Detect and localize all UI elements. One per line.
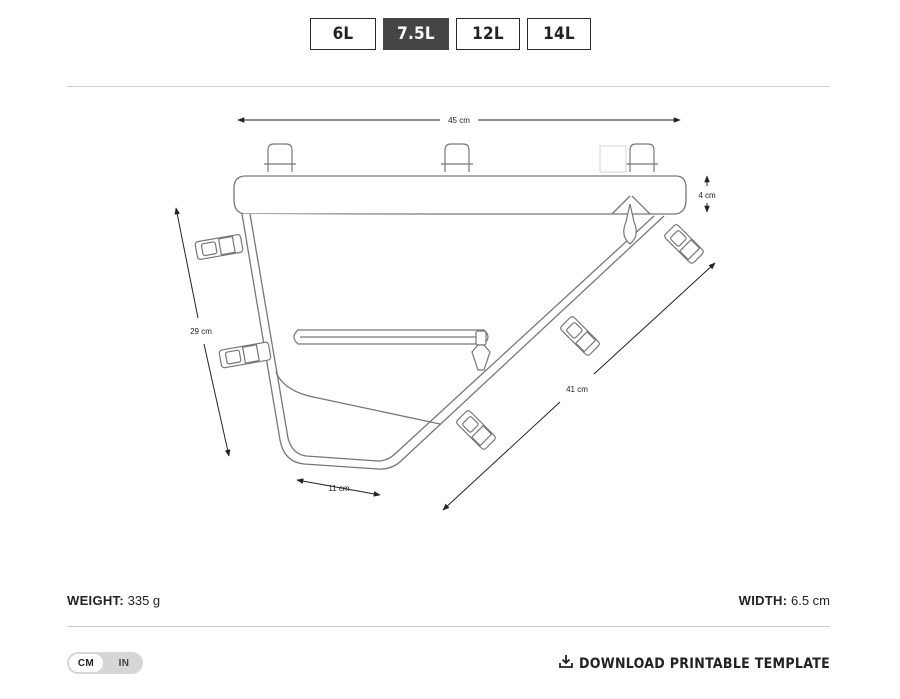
frame-bag-diagram: 45 cm 4 cm 29 cm 41 cm 11 cm — [174, 116, 716, 511]
unit-toggle[interactable]: CM IN — [67, 652, 143, 674]
dimension-diagonal: 41 cm — [442, 262, 716, 511]
dimension-top-label: 45 cm — [448, 116, 470, 125]
size-selector: 6L 7.5L 12L 14L — [310, 18, 591, 50]
size-tab-14l[interactable]: 14L — [527, 18, 591, 50]
size-tab-12l[interactable]: 12L — [456, 18, 520, 50]
size-tab-7-5l[interactable]: 7.5L — [383, 18, 449, 50]
dimension-left: 29 cm — [174, 207, 231, 457]
dimension-diagonal-label: 41 cm — [566, 385, 588, 394]
weight-label: WEIGHT: — [67, 593, 124, 608]
download-template-label: DOWNLOAD PRINTABLE TEMPLATE — [578, 655, 830, 672]
unit-option-in[interactable]: IN — [118, 657, 130, 669]
dimension-left-label: 29 cm — [190, 327, 212, 336]
width-label: WIDTH: — [738, 593, 788, 608]
top-strap-tabs — [264, 143, 658, 173]
weight-value: 335 g — [127, 593, 161, 608]
download-icon — [559, 654, 573, 673]
dimension-depth-label: 4 cm — [698, 191, 716, 200]
top-divider — [67, 86, 830, 87]
size-tab-6l[interactable]: 6L — [310, 18, 376, 50]
width-value: 6.5 cm — [790, 593, 830, 608]
dimension-depth: 4 cm — [698, 175, 716, 213]
dimension-top: 45 cm — [237, 116, 681, 125]
diagonal-buckles — [456, 224, 704, 450]
zipper-pocket — [293, 329, 491, 371]
download-template-link[interactable]: DOWNLOAD PRINTABLE TEMPLATE — [559, 654, 830, 673]
dimension-bottom-label: 11 cm — [328, 484, 350, 493]
unit-option-cm[interactable]: CM — [69, 654, 103, 672]
zipper-pull — [623, 203, 637, 245]
dimension-bottom: 11 cm — [296, 478, 381, 497]
width-spec: WIDTH: 6.5 cm — [739, 593, 830, 608]
left-buckles — [194, 234, 272, 369]
weight-spec: WEIGHT: 335 g — [67, 593, 160, 608]
bottom-divider — [67, 626, 830, 627]
